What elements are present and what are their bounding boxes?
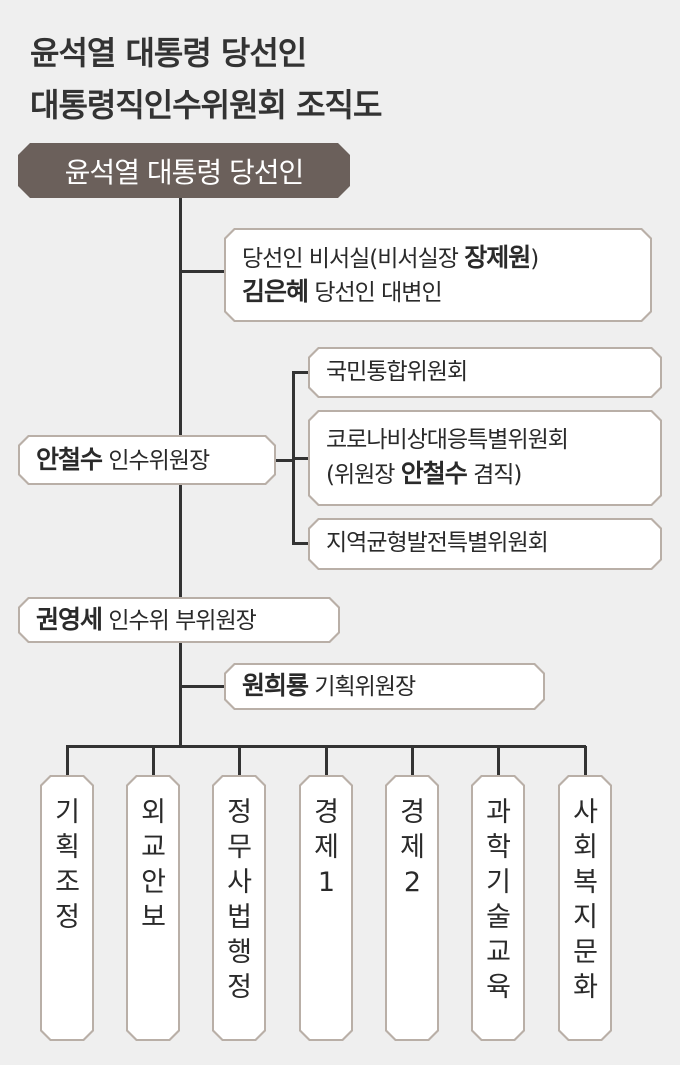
subcommittee-label: 외교안보	[141, 797, 165, 933]
subcommittee-label: 정무사법행정	[227, 797, 251, 1003]
subcommittee-box: 외교안보	[126, 775, 180, 1041]
subcommittee-label: 기획조정	[55, 797, 79, 933]
subcommittee-connector	[238, 746, 241, 778]
spokesperson-role: 당선인 대변인	[308, 280, 442, 306]
chief-secretary-name: 장제원	[464, 242, 531, 272]
planning-chair-role: 기획위원장	[308, 674, 416, 701]
committee-box: 국민통합위원회	[308, 347, 662, 398]
vice-chair-box: 권영세 인수위 부위원장	[18, 597, 340, 643]
committee-note: 겸직)	[466, 461, 522, 488]
secretariat-box: 당선인 비서실(비서실장 장제원) 김은혜 당선인 대변인	[224, 228, 652, 322]
committee-connector	[292, 457, 310, 460]
paren: )	[530, 245, 539, 272]
vice-chair-role: 인수위 부위원장	[102, 607, 256, 634]
chair-box: 안철수 인수위원장	[18, 435, 276, 485]
spokesperson-name: 김은혜	[242, 277, 309, 306]
subcommittee-connector	[584, 746, 587, 778]
chair-name: 안철수	[36, 444, 103, 474]
subcommittee-label: 경제2	[400, 797, 424, 898]
subcommittee-box: 경제2	[385, 775, 439, 1041]
committee-chair-name: 안철수	[400, 458, 467, 488]
subcommittee-label: 사회복지문화	[573, 797, 597, 1003]
subcommittee-box: 과학기술교육	[471, 775, 525, 1041]
title-line-1: 윤석열 대통령 당선인	[30, 34, 307, 72]
planning-connector	[180, 685, 226, 688]
committee-label: 코로나비상대응특별위원회	[326, 427, 568, 454]
committee-box: 코로나비상대응특별위원회 (위원장 안철수 겸직)	[308, 410, 662, 506]
committee-connector	[292, 542, 310, 545]
subcommittee-connector	[497, 746, 500, 778]
committee-note: (위원장	[326, 461, 401, 488]
committee-box: 지역균형발전특별위원회	[308, 518, 662, 570]
subcommittee-connector	[66, 746, 69, 778]
vice-chair-name: 권영세	[36, 604, 103, 634]
secretariat-connector	[180, 270, 226, 273]
subcommittee-connector	[325, 746, 328, 778]
subcommittee-box: 정무사법행정	[212, 775, 266, 1041]
committee-connector	[292, 371, 310, 374]
title-line-2: 대통령직인수위원회 조직도	[30, 86, 382, 124]
committee-label: 국민통합위원회	[326, 358, 468, 385]
planning-chair-name: 원희룡	[242, 671, 309, 701]
subcommittee-box: 사회복지문화	[558, 775, 612, 1041]
subcommittee-label: 과학기술교육	[486, 797, 510, 1003]
committee-label: 지역균형발전특별위원회	[326, 530, 548, 557]
subcommittee-connector	[411, 746, 414, 778]
planning-chair-box: 원희룡 기획위원장	[224, 663, 545, 710]
chair-connector	[274, 459, 294, 462]
president-elect-box: 윤석열 대통령 당선인	[18, 143, 350, 198]
subcommittee-label: 경제1	[314, 797, 338, 898]
subcommittee-box: 기획조정	[40, 775, 94, 1041]
subcommittee-box: 경제1	[299, 775, 353, 1041]
subcommittee-connector	[152, 746, 155, 778]
chair-role: 인수위원장	[102, 447, 210, 474]
secretariat-label: 당선인 비서실(비서실장	[242, 245, 465, 272]
